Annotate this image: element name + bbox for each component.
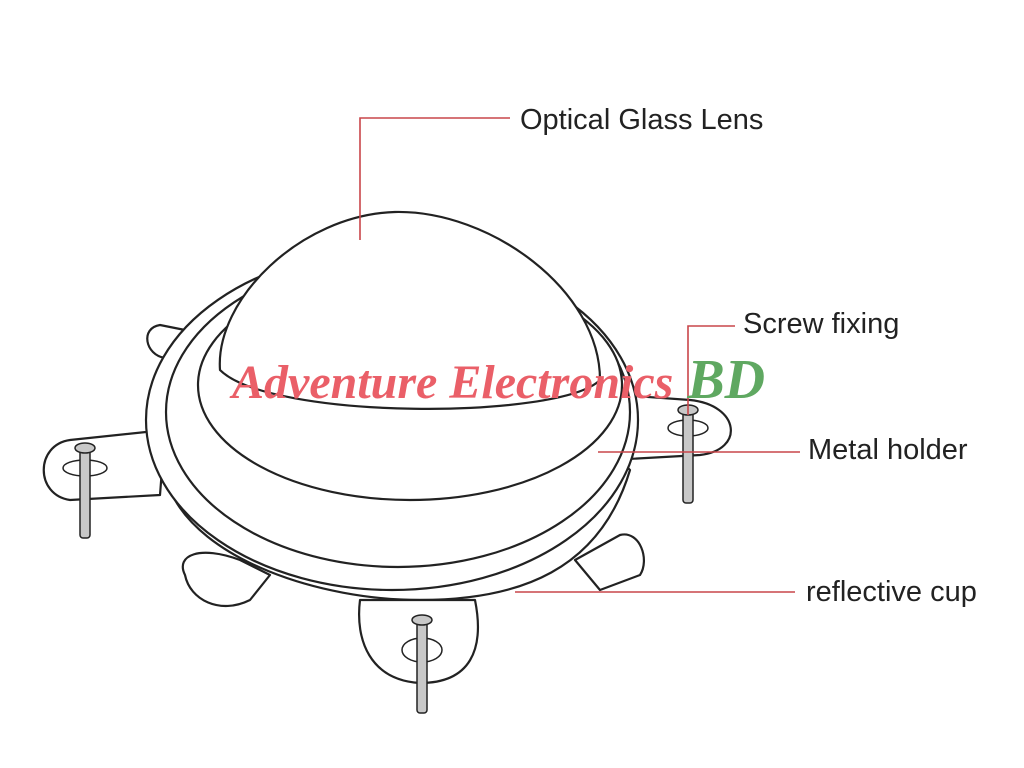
- label-optical-glass-lens: Optical Glass Lens: [520, 104, 764, 136]
- watermark: Adventure Electronics BD: [232, 348, 765, 412]
- optical-glass-lens: [218, 210, 602, 410]
- screws: [62, 404, 709, 714]
- label-reflective-cup: reflective cup: [806, 576, 977, 608]
- leader-screw: [687, 325, 735, 415]
- leader-lines: [359, 117, 800, 593]
- watermark-text: Adventure Electronics: [232, 356, 674, 409]
- reflective-cup-petal: [181, 551, 272, 608]
- leader-lens: [359, 117, 510, 240]
- watermark-suffix: BD: [687, 349, 766, 411]
- reflective-cup-petal: [573, 533, 645, 592]
- label-metal-holder: Metal holder: [808, 434, 968, 466]
- label-screw-fixing: Screw fixing: [743, 308, 900, 340]
